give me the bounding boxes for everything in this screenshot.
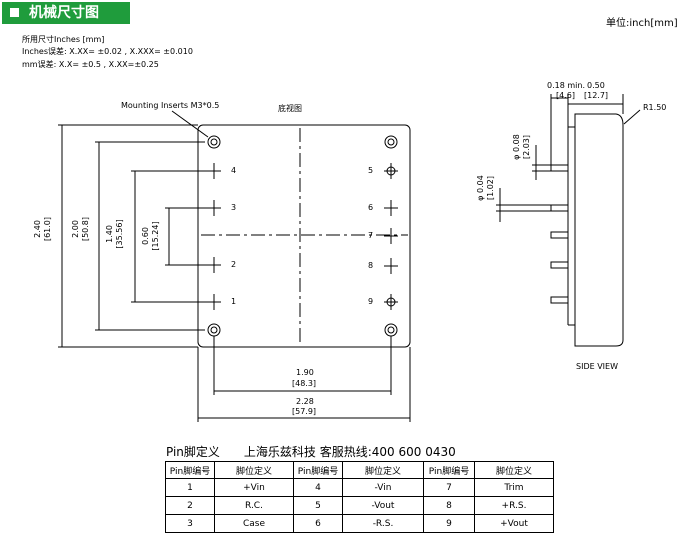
- table-cell: Case: [214, 514, 294, 533]
- table-cell: Trim: [474, 478, 554, 497]
- pin-number: 4: [231, 166, 237, 175]
- table-cell: 9: [423, 514, 475, 533]
- section-title: 机械尺寸图: [29, 5, 99, 21]
- dim-w1: 1.90: [296, 368, 314, 377]
- company-hotline: 上海乐兹科技 客服热线:400 600 0430: [243, 445, 456, 459]
- dim-w2: 2.28: [296, 397, 314, 406]
- mounting-insert: [384, 323, 398, 337]
- dim-height-mm: [61.0]: [43, 216, 52, 242]
- dim-h2-mm: [50.8]: [81, 216, 90, 242]
- pin-def-heading: Pin脚定义: [166, 445, 220, 459]
- mounting-insert: [207, 135, 221, 149]
- mounting-insert: [384, 135, 398, 149]
- side-pin-d1-mm: [2.03]: [522, 134, 531, 160]
- module-body-bottom-view: [197, 124, 411, 348]
- side-dim-top: 0.18 min.: [547, 81, 585, 90]
- section-header: 机械尺寸图: [2, 2, 130, 24]
- side-dim-top-mm: [4.6]: [556, 91, 575, 100]
- pin-number: 5: [368, 166, 374, 175]
- dim-h2: 2.00: [71, 220, 80, 238]
- bottom-view-title: 底视图: [278, 104, 302, 113]
- table-cell: +Vin: [214, 478, 294, 497]
- unit-label: 单位:inch[mm]: [606, 18, 678, 29]
- table-row: 3 Case 6 -R.S. 9 +Vout: [165, 514, 554, 533]
- header-func: 脚位定义: [342, 461, 424, 479]
- table-row: 1 +Vin 4 -Vin 7 Trim: [165, 478, 554, 497]
- side-pin-d1: φ 0.08: [512, 134, 521, 160]
- pin-number: 8: [368, 261, 374, 270]
- side-dim-total: 0.50: [587, 81, 605, 90]
- pin-number: 7: [368, 231, 374, 240]
- table-cell: R.C.: [214, 496, 294, 515]
- tolerance-line-2: Inches误差: X.XX= ±0.02 , X.XXX= ±0.010: [22, 47, 193, 56]
- dim-w2-mm: [57.9]: [292, 407, 317, 416]
- header-pin: Pin脚编号: [165, 461, 215, 479]
- table-cell: 4: [293, 478, 343, 497]
- pin-table: Pin脚编号 脚位定义 Pin脚编号 脚位定义 Pin脚编号 脚位定义 1 +V…: [165, 461, 554, 533]
- table-cell: 3: [165, 514, 215, 533]
- pin-number: 6: [368, 203, 374, 212]
- dim-w1-mm: [48.3]: [292, 379, 317, 388]
- dim-h3-mm: [35.56]: [115, 219, 124, 249]
- header-func: 脚位定义: [474, 461, 554, 479]
- mounting-insert-label: Mounting Inserts M3*0.5: [121, 101, 220, 110]
- pin-number: 3: [231, 203, 237, 212]
- pin-number: 9: [368, 297, 374, 306]
- mounting-insert: [207, 323, 221, 337]
- table-cell: 2: [165, 496, 215, 515]
- table-cell: +R.S.: [474, 496, 554, 515]
- tolerance-line-1: 所用尺寸Inches [mm]: [22, 35, 105, 44]
- header-pin: Pin脚编号: [423, 461, 475, 479]
- pin-definition-title: Pin脚定义 上海乐兹科技 客服热线:400 600 0430: [166, 443, 456, 460]
- table-cell: 8: [423, 496, 475, 515]
- side-dim-total-mm: [12.7]: [584, 91, 609, 100]
- table-cell: 7: [423, 478, 475, 497]
- dim-h4: 0.60: [141, 227, 150, 245]
- table-header-row: Pin脚编号 脚位定义 Pin脚编号 脚位定义 Pin脚编号 脚位定义: [165, 461, 554, 479]
- side-radius: R1.50: [643, 103, 667, 112]
- table-cell: 5: [293, 496, 343, 515]
- side-pin-d2: φ 0.04: [476, 175, 485, 201]
- table-cell: -Vin: [342, 478, 424, 497]
- tolerance-line-3: mm误差: X.X= ±0.5 , X.XX=±0.25: [22, 60, 159, 69]
- module-body-side-view: [574, 113, 624, 347]
- side-view-label: SIDE VIEW: [576, 362, 618, 371]
- table-cell: -R.S.: [342, 514, 424, 533]
- table-cell: -Vout: [342, 496, 424, 515]
- header-pin: Pin脚编号: [293, 461, 343, 479]
- table-cell: 6: [293, 514, 343, 533]
- dim-height: 2.40: [33, 220, 42, 238]
- header-func: 脚位定义: [214, 461, 294, 479]
- side-pin-d2-mm: [1.02]: [486, 175, 495, 201]
- dim-h3: 1.40: [105, 225, 114, 243]
- dim-h4-mm: [15.24]: [151, 221, 160, 251]
- table-row: 2 R.C. 5 -Vout 8 +R.S.: [165, 496, 554, 515]
- pin-number: 1: [231, 297, 237, 306]
- table-cell: +Vout: [474, 514, 554, 533]
- square-icon: [10, 8, 19, 17]
- pin-number: 2: [231, 260, 237, 269]
- table-cell: 1: [165, 478, 215, 497]
